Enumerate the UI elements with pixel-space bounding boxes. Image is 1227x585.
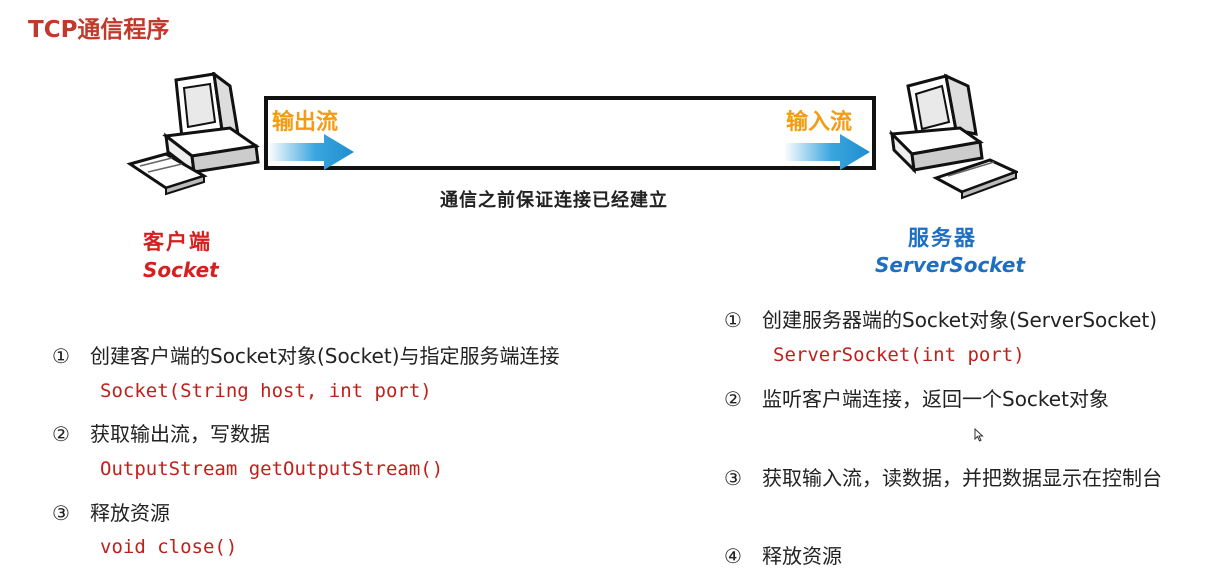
step-number: ② — [52, 422, 90, 446]
server-label-cn: 服务器 — [908, 222, 977, 252]
client-step-code: Socket(String host, int port) — [100, 380, 432, 402]
server-step-code: ServerSocket(int port) — [773, 344, 1025, 366]
client-step-code: OutputStream getOutputStream() — [100, 458, 443, 480]
step-text: 释放资源 — [762, 544, 842, 568]
step-text: 创建服务器端的Socket对象(ServerSocket) — [762, 308, 1157, 332]
step-number: ① — [724, 308, 762, 332]
step-number: ② — [724, 387, 762, 411]
step-number: ④ — [724, 544, 762, 568]
client-label-cn: 客户端 — [143, 226, 212, 256]
step-text: 监听客户端连接，返回一个Socket对象 — [762, 387, 1109, 411]
step-text: 创建客户端的Socket对象(Socket)与指定服务端连接 — [90, 344, 560, 368]
server-label-en: ServerSocket — [875, 253, 1025, 277]
step-number: ③ — [52, 501, 90, 525]
arrow-right-icon — [784, 132, 870, 172]
step-text: 获取输入流，读数据，并把数据显示在控制台 — [762, 466, 1162, 490]
client-computer-icon — [126, 72, 266, 202]
server-computer-icon — [878, 72, 1018, 202]
step-text: 释放资源 — [90, 501, 170, 525]
step-number: ① — [52, 344, 90, 368]
mouse-cursor-icon — [974, 428, 984, 442]
client-label-en: Socket — [143, 258, 219, 282]
step-number: ③ — [724, 466, 762, 490]
connection-note: 通信之前保证连接已经建立 — [440, 186, 668, 212]
client-step-code: void close() — [100, 536, 237, 558]
arrow-right-icon — [268, 132, 354, 172]
step-text: 获取输出流，写数据 — [90, 422, 270, 446]
page-title: TCP通信程序 — [28, 10, 169, 44]
